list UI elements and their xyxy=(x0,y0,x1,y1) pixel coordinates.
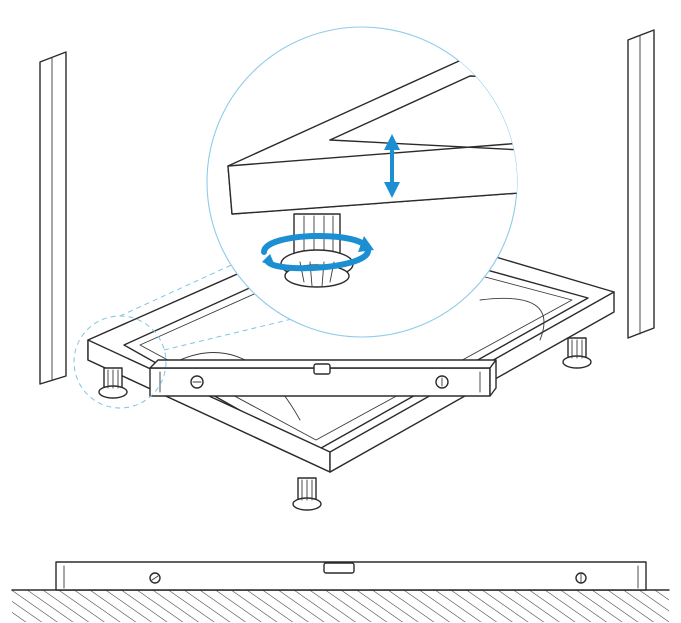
level-bubble-vial xyxy=(323,562,355,574)
foot-left xyxy=(98,367,128,399)
callout-connector xyxy=(119,261,297,351)
foot-front xyxy=(292,477,322,511)
rotate-arrow-icon xyxy=(261,233,374,272)
left-cabinet-wall xyxy=(39,51,67,385)
level-on-surface xyxy=(11,561,670,622)
foot-right xyxy=(562,337,592,369)
right-cabinet-wall xyxy=(627,29,655,339)
vertical-double-arrow-icon xyxy=(384,134,400,198)
floor-hatch xyxy=(12,590,669,622)
spirit-level-on-base xyxy=(149,359,497,397)
